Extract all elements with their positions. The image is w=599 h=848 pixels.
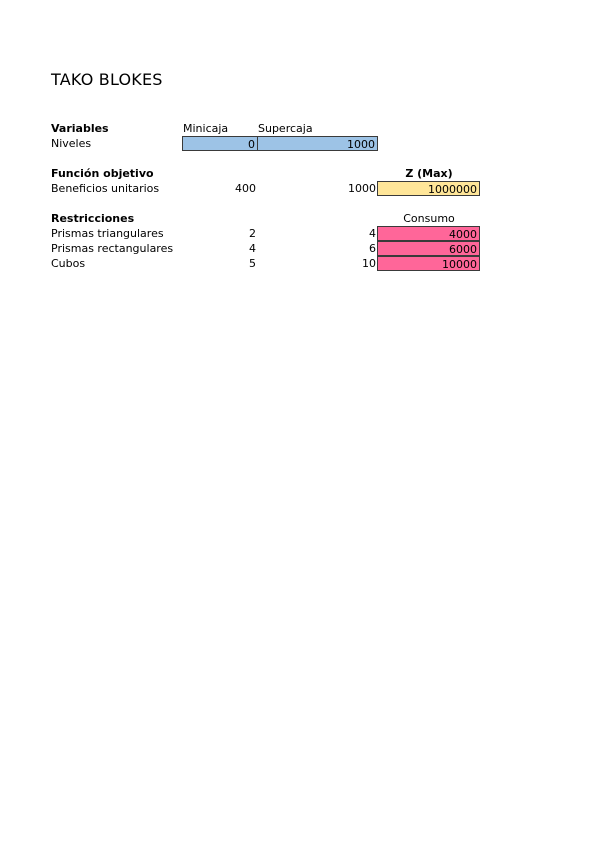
- constraint-coef-supercaja[interactable]: 4: [369, 227, 376, 240]
- supercaja-header: Supercaja: [258, 122, 313, 135]
- constraint-label-rectangulares: Prismas rectangulares: [51, 242, 174, 255]
- supercaja-level-cell[interactable]: 1000: [257, 136, 378, 151]
- minicaja-level-cell[interactable]: 0: [182, 136, 258, 151]
- beneficios-label: Beneficios unitarios: [51, 182, 160, 195]
- constraint-consumo-cell[interactable]: 10000: [377, 256, 480, 271]
- constraint-label-triangulares: Prismas triangulares: [51, 227, 164, 240]
- z-max-header: Z (Max): [405, 167, 453, 180]
- page-title: TAKO BLOKES: [51, 70, 163, 89]
- constraint-coef-minicaja[interactable]: 5: [249, 257, 256, 270]
- constraints-header: Restricciones: [51, 212, 135, 225]
- constraint-coef-supercaja[interactable]: 10: [362, 257, 376, 270]
- constraint-consumo-cell[interactable]: 4000: [377, 226, 480, 241]
- consumo-header: Consumo: [403, 212, 455, 225]
- variables-header: Variables: [51, 122, 109, 135]
- minicaja-profit-cell[interactable]: 400: [235, 182, 256, 195]
- constraint-consumo-cell[interactable]: 6000: [377, 241, 480, 256]
- supercaja-profit-cell[interactable]: 1000: [348, 182, 376, 195]
- constraint-coef-minicaja[interactable]: 4: [249, 242, 256, 255]
- objective-header: Función objetivo: [51, 167, 154, 180]
- constraint-label-cubos: Cubos: [51, 257, 86, 270]
- minicaja-header: Minicaja: [183, 122, 229, 135]
- niveles-label: Niveles: [51, 137, 92, 150]
- constraint-coef-supercaja[interactable]: 6: [369, 242, 376, 255]
- constraint-coef-minicaja[interactable]: 2: [249, 227, 256, 240]
- z-value-cell[interactable]: 1000000: [377, 181, 480, 196]
